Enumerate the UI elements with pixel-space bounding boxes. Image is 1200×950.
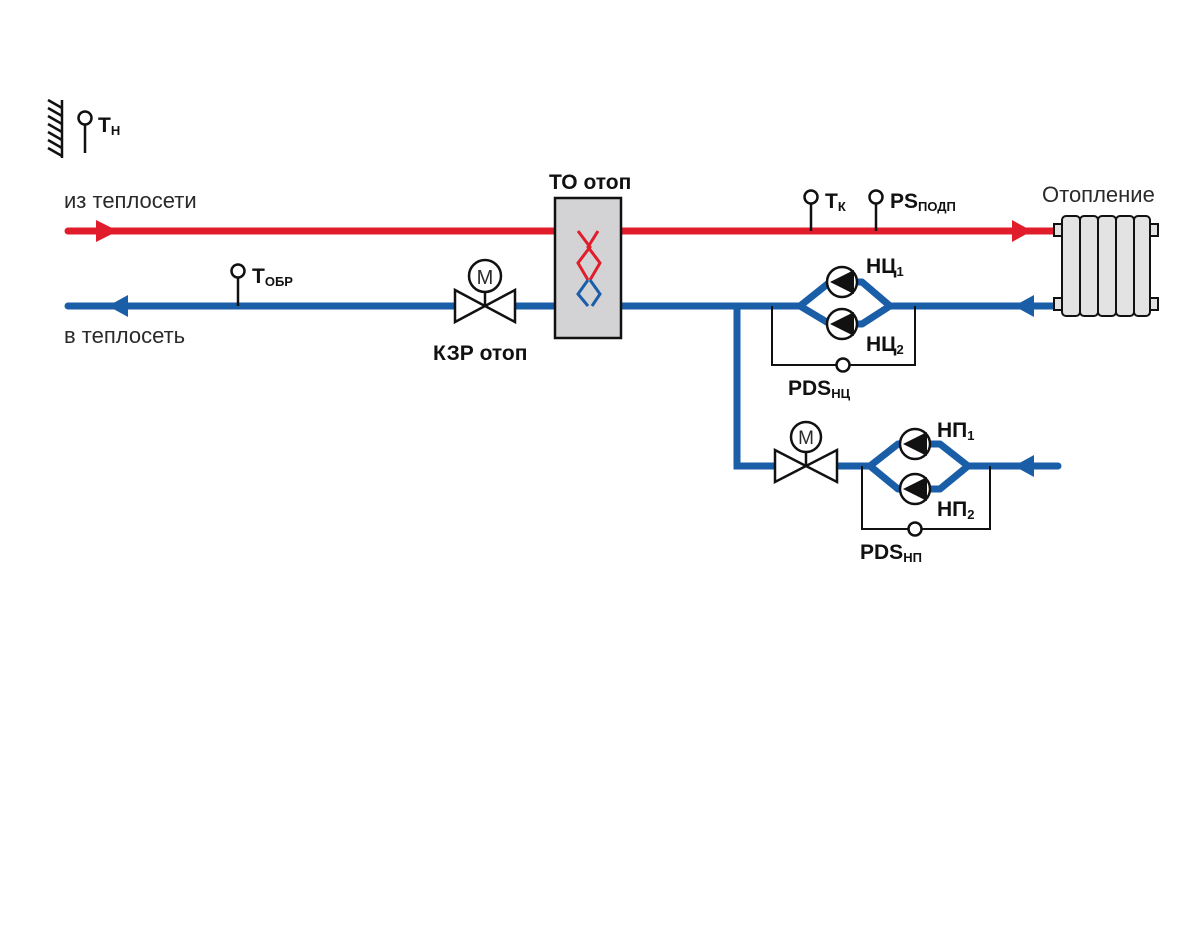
pump-sub-feed1: 1 [967,428,974,443]
supply-flow-arrow-in [96,220,118,242]
pds-feed-sensor [907,521,923,537]
svg-text:НП2: НП2 [937,498,975,522]
supply-temperature-sensor [803,189,819,231]
valve-motor-icon [467,258,503,294]
svg-text:ТОБР: ТОБР [252,265,293,289]
heat-exchanger-cold-coil [576,279,602,307]
svg-text:ТК: ТК [825,190,846,214]
svg-text:НП1: НП1 [937,419,975,443]
sensor-label-t-k: Т [825,190,838,213]
pressure-switch-sensor [868,189,884,231]
makeup-flow-arrow-in [1014,455,1034,477]
supply-flow-arrow-out [1012,220,1032,242]
pds-circ-sensor [835,357,851,373]
label-heating: Отопление [1042,182,1155,207]
svg-text:НЦ1: НЦ1 [866,255,904,279]
sensor-sub-t-k: К [838,199,846,214]
pump-label-feed2: НП [937,498,967,521]
return-flow-arrow-out [108,295,128,317]
sensor-label-t-outdoor: Т [98,114,111,137]
svg-text:PDSНЦ: PDSНЦ [788,377,851,401]
sensor-sub-t-outdoor: Н [111,123,120,138]
makeup-control-valve: M [773,420,839,485]
sensor-label-pds-feed: PDS [860,541,903,564]
sensor-sub-ps: ПОДП [918,199,956,214]
pump-label-feed1: НП [937,419,967,442]
pump-sub-circ2: 2 [897,342,904,357]
pump-sub-feed2: 2 [967,507,974,522]
sensor-sub-pds-circ: НЦ [831,386,850,401]
outdoor-temperature-sensor [77,110,93,153]
pump-sub-circ1: 1 [897,264,904,279]
outdoor-wall-hatching [47,98,64,158]
pump-label-circ2: НЦ [866,333,897,356]
sensor-label-t-return: Т [252,265,265,288]
svg-text:PDSНП: PDSНП [860,541,922,565]
label-to-network: в теплосеть [64,323,185,348]
heat-exchanger-hot-coil [576,230,602,281]
main-valve-label: КЗР отоп [433,342,527,365]
pump-label-circ1: НЦ [866,255,897,278]
return-temperature-sensor [230,263,246,306]
sensor-label-pds-circ: PDS [788,377,831,400]
makeup-valve-motor-icon [789,420,823,454]
svg-text:ТН: ТН [98,114,120,138]
svg-text:НЦ2: НЦ2 [866,333,904,357]
svg-text:PSПОДП: PSПОДП [890,190,956,214]
return-flow-arrow-in [1014,295,1034,317]
heat-exchanger-label: ТО отоп [549,171,631,194]
makeup-pump-2 [898,472,932,506]
sensor-label-ps: PS [890,190,918,213]
pds-circ-impulse-lines [771,306,916,366]
makeup-valve-motor-letter: M [798,428,814,449]
heat-exchanger [553,196,623,340]
pds-feed-impulse-lines [861,466,991,530]
circulation-pump-2 [825,307,859,341]
main-control-valve: M [453,258,517,325]
sensor-sub-pds-feed: НП [903,550,922,565]
radiator-icon [1053,215,1159,317]
sensor-sub-t-return: ОБР [265,274,293,289]
circulation-pump-1 [825,265,859,299]
label-from-network: из теплосети [64,188,197,213]
valve-motor-letter: M [477,267,494,289]
makeup-pump-1 [898,427,932,461]
